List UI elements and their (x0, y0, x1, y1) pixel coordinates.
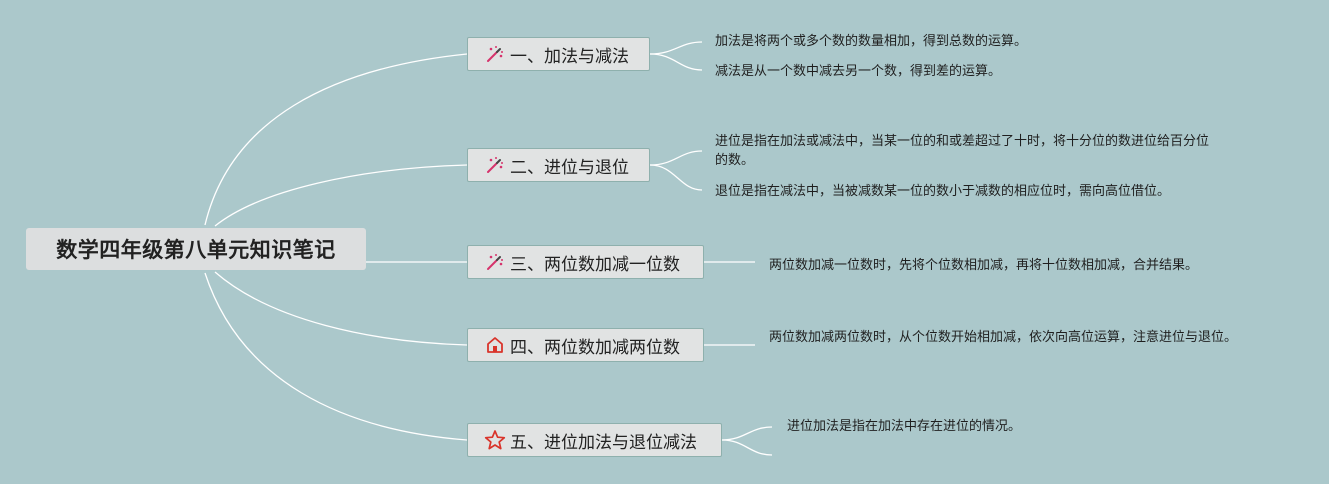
branch-topic-label: 五、进位加法与退位减法 (510, 432, 697, 453)
connector-line (721, 439, 773, 456)
magic-wand-icon (484, 154, 506, 176)
branch-topic-1[interactable]: 一、加法与减法 (467, 37, 650, 71)
branch-topic-3[interactable]: 三、两位数加减一位数 (467, 245, 704, 279)
note-2-2[interactable]: 退位是指在减法中，当被减数某一位的数小于减数的相应位时，需向高位借位。 (715, 184, 1171, 199)
branch-topic-2[interactable]: 二、进位与退位 (467, 148, 650, 182)
star-icon (484, 429, 506, 451)
connector-line (649, 164, 703, 191)
magic-wand-icon (484, 251, 506, 273)
connector-line (204, 53, 468, 226)
root-topic[interactable]: 数学四年级第八单元知识笔记 (26, 228, 366, 270)
note-5-1[interactable]: 进位加法是指在加法中存在进位的情况。 (787, 419, 1022, 434)
root-topic-label: 数学四年级第八单元知识笔记 (56, 238, 336, 262)
branch-topic-label: 二、进位与退位 (510, 157, 629, 178)
note-2-1[interactable]: 进位是指在加法或减法中，当某一位的和或差超过了十时，将十分位的数进位给百分位的数… (715, 134, 1210, 168)
connector-line (649, 150, 703, 166)
branch-topic-5[interactable]: 五、进位加法与退位减法 (467, 423, 722, 457)
connector-line (214, 271, 468, 346)
connector-line (649, 41, 703, 55)
branch-topic-label: 四、两位数加减两位数 (510, 337, 680, 358)
connector-line (204, 272, 468, 441)
note-1-1[interactable]: 加法是将两个或多个数的数量相加，得到总数的运算。 (715, 34, 1028, 49)
connector-line (649, 53, 703, 71)
branch-topic-4[interactable]: 四、两位数加减两位数 (467, 328, 704, 362)
connector-line (721, 426, 773, 441)
note-3-1[interactable]: 两位数加减一位数时，先将个位数相加减，再将十位数相加减，合并结果。 (769, 258, 1199, 273)
magic-wand-icon (484, 43, 506, 65)
note-4-1[interactable]: 两位数加减两位数时，从个位数开始相加减，依次向高位运算，注意进位与退位。 (769, 330, 1238, 345)
note-1-2[interactable]: 减法是从一个数中减去另一个数，得到差的运算。 (715, 64, 1002, 79)
home-icon (484, 334, 506, 356)
connector-line (214, 164, 468, 227)
branch-topic-label: 一、加法与减法 (510, 46, 629, 67)
branch-topic-label: 三、两位数加减一位数 (510, 254, 680, 275)
